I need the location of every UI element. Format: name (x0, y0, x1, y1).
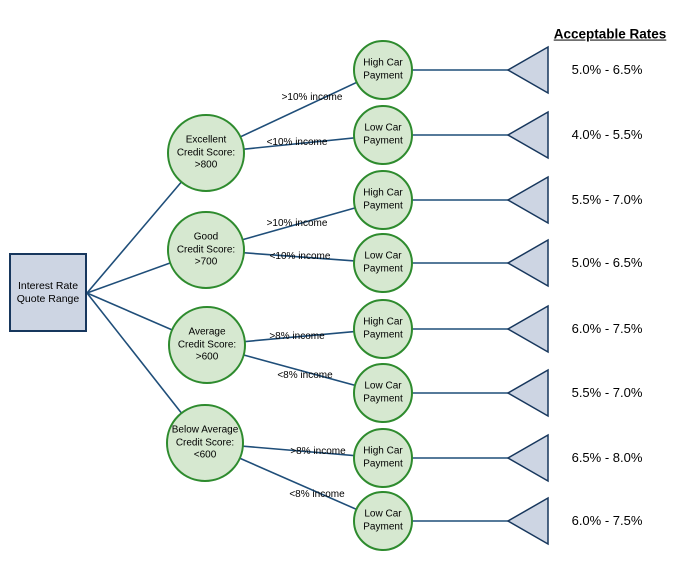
terminal-triangle (506, 368, 549, 418)
edge-label: <8% income (289, 488, 345, 500)
payment-node (353, 428, 413, 488)
payment-node (353, 233, 413, 293)
payment-node (353, 40, 413, 100)
edge-label: >8% income (269, 330, 325, 342)
terminal-triangle (506, 496, 549, 546)
payment-node-label: Low Car Payment (363, 380, 403, 405)
payment-node (353, 363, 413, 423)
root-node (9, 253, 87, 332)
rate-value: 5.5% - 7.0% (571, 384, 643, 400)
payment-node-label: High Car Payment (363, 57, 403, 82)
terminal-triangle (506, 433, 549, 483)
payment-node (353, 105, 413, 165)
credit-node-excellent-label: Excellent Credit Score: >800 (176, 134, 236, 171)
payment-node (353, 170, 413, 230)
rate-value: 4.0% - 5.5% (571, 126, 643, 142)
rate-value: 6.0% - 7.5% (571, 512, 643, 528)
credit-node-excellent (167, 114, 245, 192)
payment-node-label: Low Car Payment (363, 508, 403, 533)
payment-node-label: High Car Payment (363, 445, 403, 470)
terminal-triangle (506, 110, 549, 160)
credit-node-good-label: Good Credit Score: >700 (176, 231, 236, 268)
credit-node-good (167, 211, 245, 289)
edge-label: <8% income (277, 369, 333, 381)
edge-label: >10% income (266, 217, 328, 229)
payment-node-label: Low Car Payment (363, 250, 403, 275)
credit-node-average (168, 306, 246, 384)
payment-node (353, 491, 413, 551)
terminal-triangle (506, 238, 549, 288)
root-edges (86, 152, 208, 444)
root-node-label: Interest Rate Quote Range (16, 279, 80, 305)
credit-node-below-average (166, 404, 244, 482)
rate-value: 5.0% - 6.5% (571, 61, 643, 77)
acceptable-rates-header: Acceptable Rates (553, 26, 667, 42)
credit-node-below-average-label: Below Average Credit Score: <600 (171, 424, 239, 461)
edge-label: <10% income (269, 250, 331, 262)
payment-node (353, 299, 413, 359)
rate-value: 6.5% - 8.0% (571, 449, 643, 465)
terminal-triangle (506, 304, 549, 354)
payment-node-label: Low Car Payment (363, 122, 403, 147)
rate-value: 5.5% - 7.0% (571, 191, 643, 207)
credit-node-average-label: Average Credit Score: >600 (177, 326, 237, 363)
payment-node-label: High Car Payment (363, 316, 403, 341)
edge-label: >10% income (281, 91, 343, 103)
rate-value: 6.0% - 7.5% (571, 320, 643, 336)
payment-node-label: High Car Payment (363, 187, 403, 212)
rate-value: 5.0% - 6.5% (571, 254, 643, 270)
edge-label: >8% income (290, 445, 346, 457)
edge-label: <10% income (266, 136, 328, 148)
terminal-triangle (506, 175, 549, 225)
terminal-triangle (506, 45, 549, 95)
